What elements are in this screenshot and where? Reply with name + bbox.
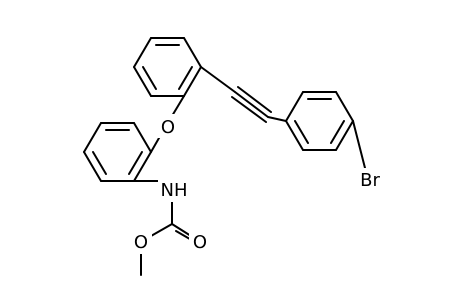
ring-c-bond [335, 120, 354, 151]
atom-oxygen-ether: O [161, 117, 175, 138]
label-mask [156, 114, 178, 138]
bromine-bond [352, 120, 366, 169]
ring-c-bond [285, 120, 304, 151]
carbonyl-bond [171, 223, 192, 237]
atom-oxygen-ester: O [134, 232, 148, 253]
ring-a-bond [183, 66, 202, 97]
alkyne-bond [237, 86, 272, 113]
ring-a-double-bond [142, 66, 157, 90]
atom-bromine: Br [360, 170, 380, 191]
label-mask [356, 168, 386, 192]
label-mask [189, 230, 211, 254]
ester-bond [150, 223, 173, 237]
atom-nitrogen-nh: NH [161, 180, 188, 201]
label-mask [158, 178, 190, 202]
alkyne-bond [200, 66, 236, 93]
atom-labels: O NH O O Br [130, 114, 386, 254]
ring-a-bond [133, 66, 152, 97]
ring-b-bond [133, 151, 152, 182]
alkyne-bond [234, 91, 269, 118]
ring-c-bond [285, 91, 304, 122]
ring-c-double-bond [330, 120, 345, 144]
ring-b-bond [133, 122, 152, 153]
ether-bond [171, 95, 185, 117]
ring-b-double-bond [128, 151, 143, 175]
ring-c-double-bond [294, 120, 309, 144]
ring-a-bond [133, 37, 152, 68]
ring-a-bond [183, 37, 202, 68]
alkyne-bond [267, 116, 287, 122]
label-mask [130, 230, 152, 254]
ring-b-bond [83, 151, 102, 182]
alkyne-bond [231, 96, 267, 123]
ring-b-double-bond [92, 151, 107, 175]
atom-oxygen-carbonyl: O [193, 232, 207, 253]
ring-c-bond [335, 91, 354, 122]
bond-lines [83, 37, 366, 276]
ring-a-double-bond [178, 66, 193, 90]
ring-b-bond [83, 122, 102, 153]
